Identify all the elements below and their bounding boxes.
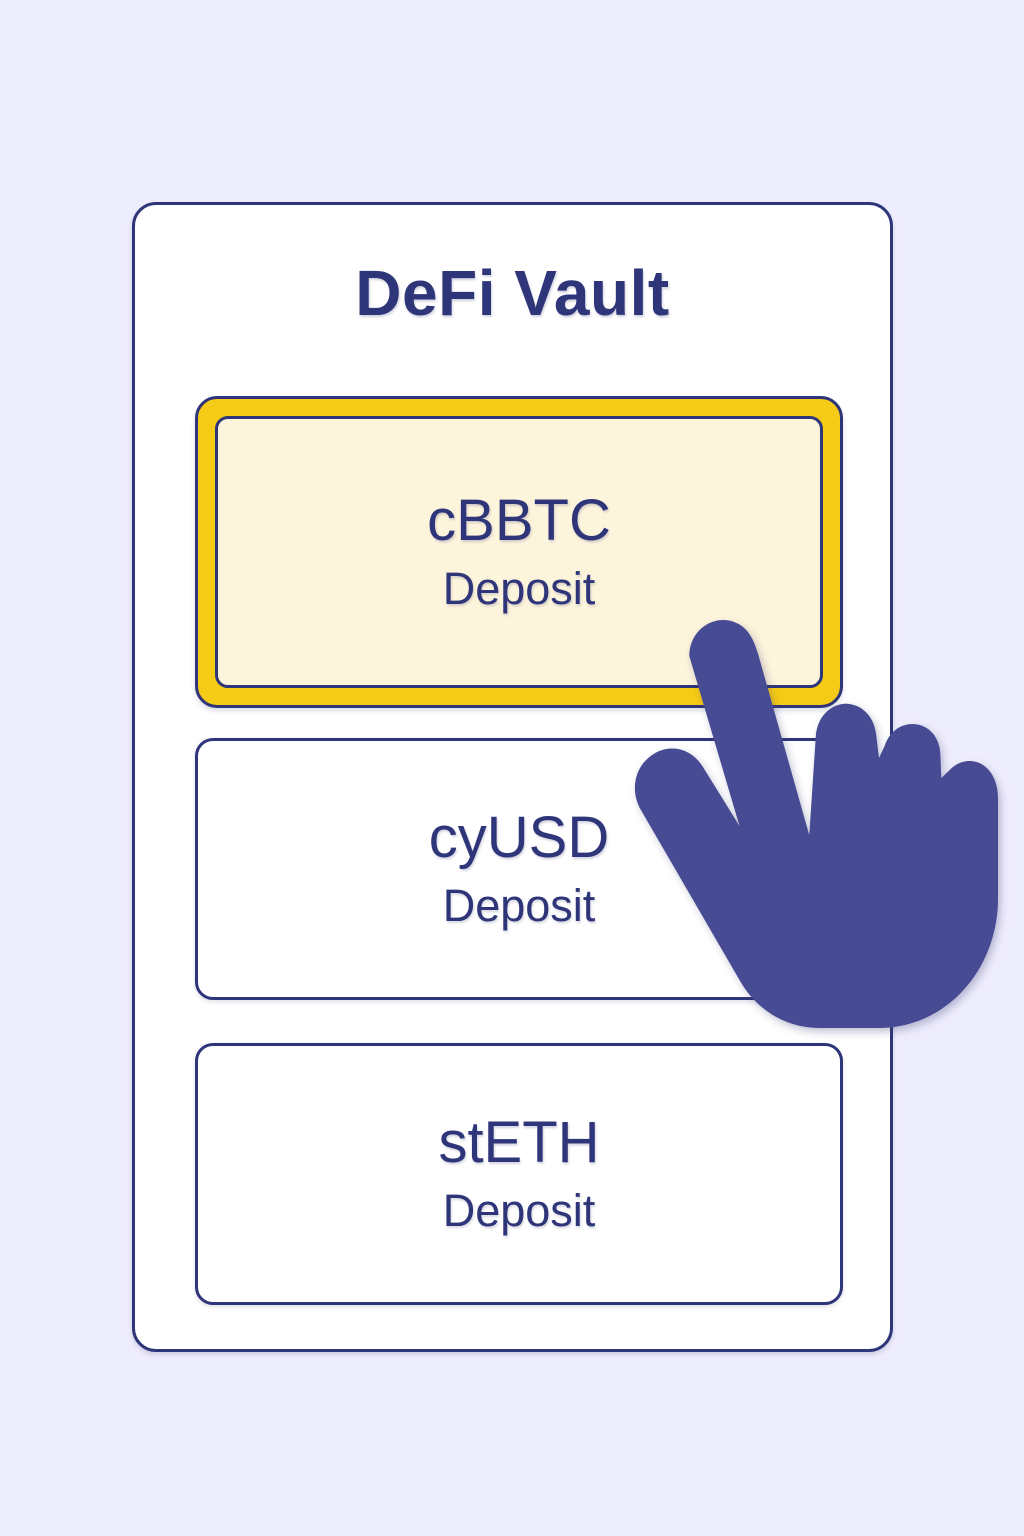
deposit-card-body[interactable]: cyUSD Deposit [195,738,843,1000]
deposit-card-body[interactable]: cBBTC Deposit [215,416,823,688]
deposit-option-cyusd[interactable]: cyUSD Deposit [195,738,843,1000]
deposit-action-label: Deposit [442,562,596,614]
page-title: DeFi Vault [355,257,670,329]
deposit-action-label: Deposit [442,879,596,931]
selection-highlight-ring: cBBTC Deposit [195,396,843,708]
deposit-option-steth[interactable]: stETH Deposit [195,1043,843,1305]
deposit-option-cbbtc[interactable]: cBBTC Deposit [195,396,843,708]
token-symbol-label: cyUSD [428,805,610,871]
deposit-card-body[interactable]: stETH Deposit [195,1043,843,1305]
deposit-action-label: Deposit [442,1184,596,1236]
token-symbol-label: stETH [438,1110,600,1176]
token-symbol-label: cBBTC [427,488,611,554]
defi-vault-panel: DeFi Vault cBBTC Deposit cyUSD Deposit [132,202,893,1352]
